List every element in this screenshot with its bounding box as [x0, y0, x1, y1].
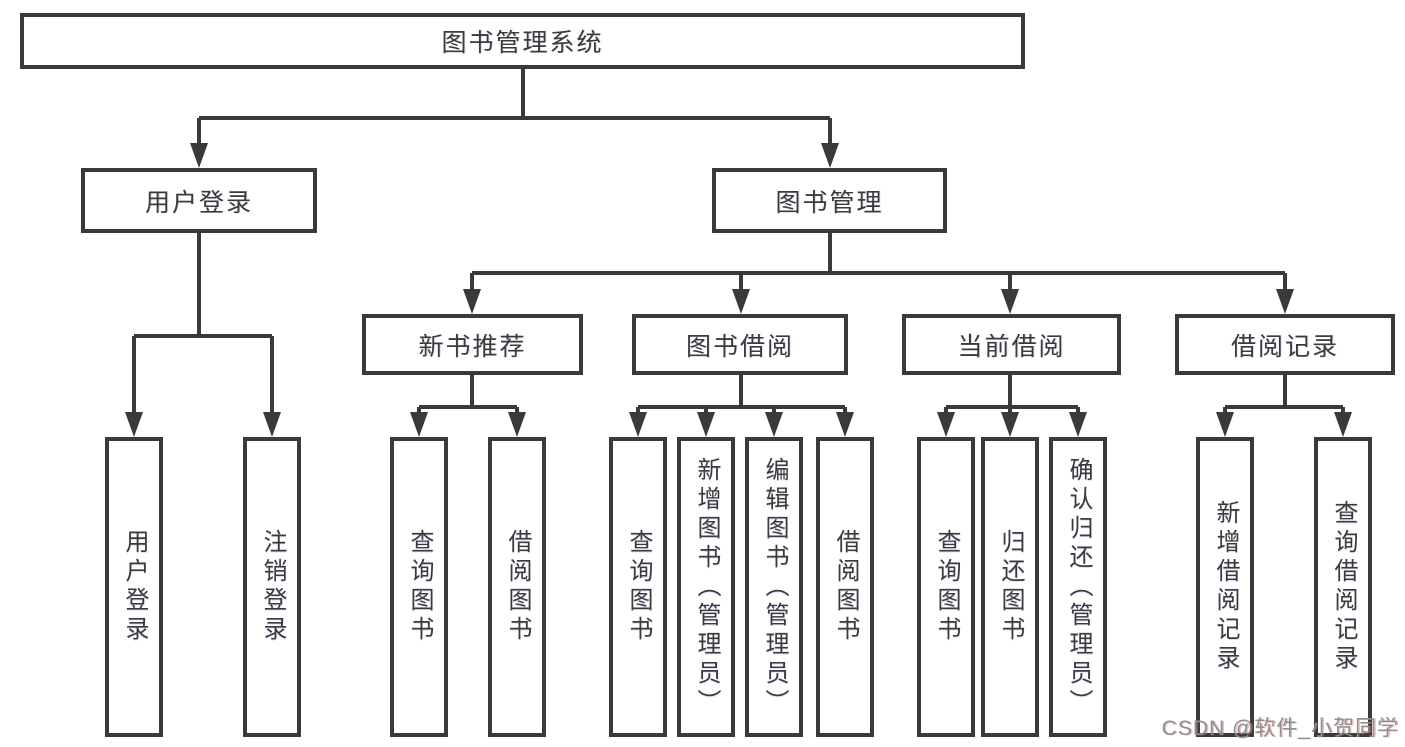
arrowhead-icon — [821, 143, 839, 168]
wire-root-to-level2 — [197, 69, 832, 147]
leaf-add-borrow-record-label: 新增借阅记录 — [1212, 500, 1239, 674]
leaf-add-book-admin: 新增图书（管理员） — [677, 437, 735, 737]
node-new-book-recommend: 新书推荐 — [362, 314, 583, 375]
arrowhead-icon — [463, 289, 481, 314]
leaf-logout-label: 注销登录 — [259, 529, 286, 645]
node-root-label: 图书管理系统 — [441, 29, 604, 57]
leaf-edit-book-admin: 编辑图书（管理员） — [745, 437, 803, 737]
arrowhead-icon — [410, 412, 428, 437]
wire-current-borrow-to-leaves — [944, 375, 1080, 416]
csdn-watermark: CSDN @软件_小贺同学 — [1161, 717, 1399, 740]
leaf-borrow-book-recommend: 借阅图书 — [488, 437, 546, 737]
node-new-book-recommend-label: 新书推荐 — [418, 332, 527, 361]
wire-new-book-to-leaves — [417, 375, 519, 416]
leaf-confirm-return-admin-label: 确认归还（管理员） — [1065, 456, 1092, 718]
leaf-return-book-label: 归还图书 — [997, 529, 1024, 645]
arrowhead-icon — [508, 412, 526, 437]
wire-borrow-record-to-leaves — [1223, 375, 1345, 416]
node-book-borrow: 图书借阅 — [632, 314, 848, 375]
arrowhead-icon — [629, 412, 647, 437]
node-current-borrow-label: 当前借阅 — [957, 332, 1066, 361]
arrowhead-icon — [937, 412, 955, 437]
leaf-query-borrow-record-label: 查询借阅记录 — [1330, 500, 1357, 674]
leaf-borrow-book: 借阅图书 — [816, 437, 874, 737]
arrowhead-icon — [1069, 412, 1087, 437]
node-current-borrow: 当前借阅 — [902, 314, 1121, 375]
arrowhead-icon — [1001, 289, 1019, 314]
arrowhead-icon — [190, 143, 208, 168]
arrowhead-icon — [1276, 289, 1294, 314]
arrowhead-icon — [836, 412, 854, 437]
node-book-management-label: 图书管理 — [775, 188, 884, 217]
node-user-login: 用户登录 — [81, 168, 317, 233]
leaf-query-book-current-label: 查询图书 — [933, 529, 960, 645]
wire-book-borrow-to-leaves — [636, 375, 847, 416]
arrowhead-icon — [263, 412, 281, 437]
arrowhead-icon — [1334, 412, 1352, 437]
arrowhead-icon — [125, 412, 143, 437]
leaf-query-book-recommend: 查询图书 — [390, 437, 448, 737]
node-borrow-record: 借阅记录 — [1175, 314, 1395, 375]
arrowhead-icon — [1001, 412, 1019, 437]
leaf-query-book-recommend-label: 查询图书 — [406, 529, 433, 645]
leaf-query-borrow-record: 查询借阅记录 — [1314, 437, 1372, 737]
wire-book-mgmt-to-level3 — [470, 233, 1287, 293]
leaf-query-book-current: 查询图书 — [917, 437, 975, 737]
leaf-borrow-book-label: 借阅图书 — [832, 529, 859, 645]
leaf-add-book-admin-label: 新增图书（管理员） — [693, 456, 720, 718]
node-user-login-label: 用户登录 — [144, 188, 253, 217]
arrowhead-icon — [1216, 412, 1234, 437]
leaf-return-book: 归还图书 — [981, 437, 1039, 737]
arrowheads — [125, 143, 1352, 437]
arrowhead-icon — [697, 412, 715, 437]
arrowhead-icon — [732, 289, 750, 314]
leaf-edit-book-admin-label: 编辑图书（管理员） — [761, 456, 788, 718]
node-book-management: 图书管理 — [712, 168, 947, 233]
leaf-add-borrow-record: 新增借阅记录 — [1196, 437, 1254, 737]
leaf-user-login-label: 用户登录 — [121, 529, 148, 645]
leaf-logout: 注销登录 — [243, 437, 301, 737]
node-book-borrow-label: 图书借阅 — [685, 332, 794, 361]
arrowhead-icon — [765, 412, 783, 437]
leaf-borrow-book-recommend-label: 借阅图书 — [504, 529, 531, 645]
leaf-confirm-return-admin: 确认归还（管理员） — [1049, 437, 1107, 737]
leaf-user-login: 用户登录 — [105, 437, 163, 737]
node-root: 图书管理系统 — [20, 13, 1025, 69]
node-borrow-record-label: 借阅记录 — [1230, 332, 1339, 361]
leaf-query-book-borrow: 查询图书 — [609, 437, 667, 737]
leaf-query-book-borrow-label: 查询图书 — [625, 529, 652, 645]
wire-user-login-to-leaves — [132, 233, 274, 416]
